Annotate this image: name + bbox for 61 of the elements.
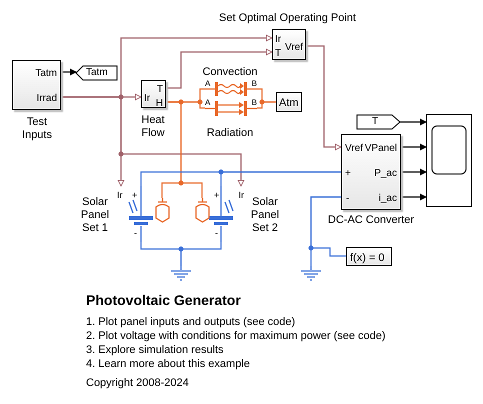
list-item: 3. Explore simulation results	[86, 344, 224, 357]
reference-block	[276, 92, 302, 112]
port-label: -	[134, 228, 137, 238]
port-label: VPanel	[364, 143, 397, 154]
signal-arrow	[401, 168, 426, 176]
block-label: Solar Panel Set 1	[80, 196, 110, 235]
title: Photovoltaic Generator	[86, 292, 241, 308]
connection-line	[166, 101, 203, 198]
block-label: Solar Panel Set 2	[250, 196, 280, 235]
subsystem-block	[272, 29, 306, 60]
block-label: Set Optimal Operating Point	[218, 12, 357, 25]
port-label: Irrad	[36, 93, 57, 104]
port-label: T	[156, 84, 163, 95]
port-label: Ir	[117, 190, 122, 200]
port-label: A	[205, 79, 210, 88]
connection-line	[220, 171, 341, 186]
port-label: -	[346, 193, 350, 204]
block-label: Convection	[201, 66, 259, 79]
signal-arrow	[401, 194, 426, 200]
port-label: B	[252, 98, 257, 107]
block-label: DC-AC Converter	[326, 214, 416, 227]
signal-arrow	[61, 96, 244, 186]
copyright-text: Copyright 2008-2024	[86, 377, 189, 390]
block-label: Radiation	[206, 127, 254, 140]
block-label: Heat Flow	[140, 114, 166, 140]
connection-line	[257, 101, 276, 109]
list-item: 4. Learn more about this example	[86, 358, 250, 371]
port-label: A	[205, 98, 210, 107]
connection-line	[180, 242, 222, 266]
signal-arrow	[401, 144, 426, 150]
port-label: T	[372, 116, 378, 127]
port-label: i_ac	[378, 193, 397, 204]
port-label: Ir	[275, 34, 282, 45]
port-label: T	[275, 48, 282, 59]
list-item: 2. Plot voltage with conditions for maximum power (see code)	[86, 330, 386, 343]
port-label: Ir	[238, 190, 244, 200]
signal-arrow	[61, 68, 76, 76]
port-label: -	[215, 228, 218, 238]
port-label: P_ac	[374, 168, 397, 179]
converter-block	[341, 134, 401, 210]
port-label: Tatm	[35, 68, 57, 79]
block-label: Test Inputs	[21, 116, 53, 142]
signal-arrow	[306, 45, 342, 150]
list-item: 1. Plot panel inputs and outputs (see code)	[86, 316, 296, 329]
signal-arrow	[400, 118, 426, 126]
port-label: Tatm	[86, 67, 108, 78]
port-label: +	[345, 168, 351, 179]
port-label: B	[252, 79, 257, 88]
port-label: Vref	[285, 42, 303, 53]
port-label: +	[132, 190, 138, 200]
port-label: Atm	[279, 97, 299, 109]
port-label: +	[214, 190, 220, 200]
function-block	[346, 247, 392, 266]
port-label: H	[156, 98, 163, 109]
signal-arrow	[166, 48, 272, 89]
port-label: Ir	[144, 93, 150, 104]
port-label: f(x) = 0	[350, 252, 385, 264]
port-label: Vref	[345, 143, 363, 154]
connection-line	[310, 196, 346, 257]
subsystem-block	[12, 60, 61, 110]
heat-flow-block	[141, 80, 166, 108]
